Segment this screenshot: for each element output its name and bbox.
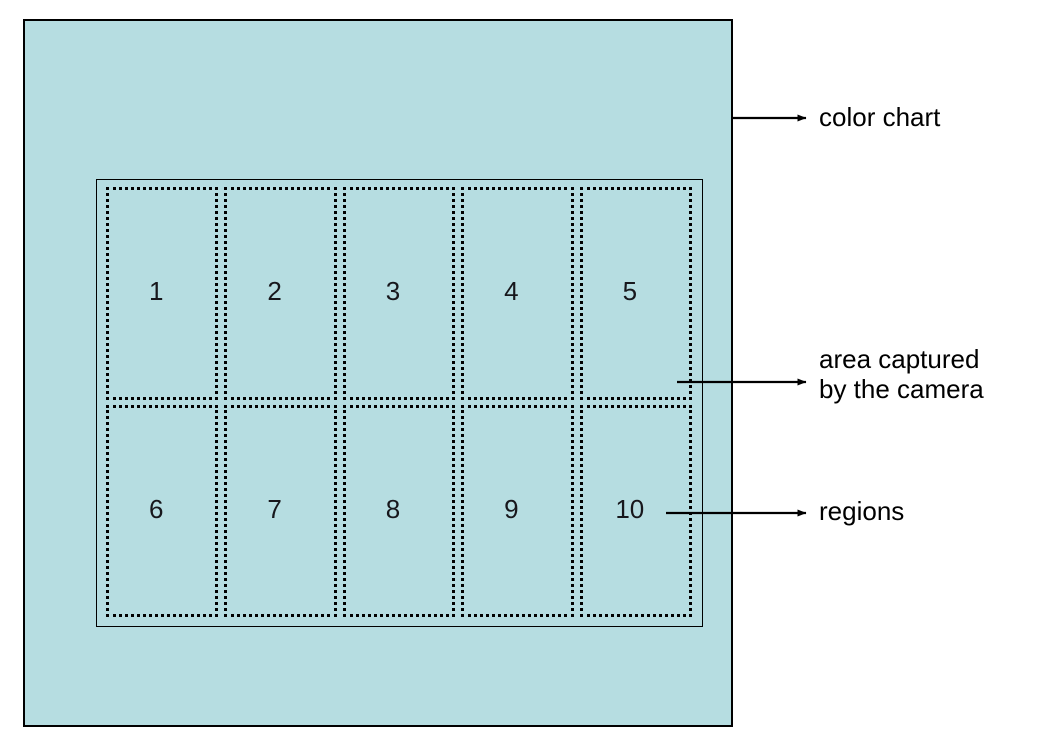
region-label: 7 <box>267 493 282 524</box>
region-cell-6[interactable]: 6 <box>106 404 219 617</box>
region-label: 6 <box>148 493 164 524</box>
region-cell-3[interactable]: 3 <box>342 187 456 400</box>
region-cell-5[interactable]: 5 <box>579 187 692 400</box>
color-chart-panel: 1 2 3 4 5 6 7 8 9 <box>23 19 733 727</box>
annotation-color-chart: color chart <box>819 102 941 132</box>
region-label: 8 <box>385 493 401 524</box>
region-cell-2[interactable]: 2 <box>224 187 337 400</box>
region-cell-10[interactable]: 10 <box>579 404 692 617</box>
region-cell-1[interactable]: 1 <box>106 187 219 400</box>
region-label: 9 <box>504 493 519 524</box>
region-cell-9[interactable]: 9 <box>461 404 574 617</box>
region-cell-7[interactable]: 7 <box>224 404 337 617</box>
region-label: 1 <box>148 276 164 307</box>
annotation-regions: regions <box>819 496 905 526</box>
annotation-capture-area: area captured by the camera <box>819 344 984 404</box>
region-cell-8[interactable]: 8 <box>342 404 456 617</box>
region-label: 10 <box>615 493 645 524</box>
region-label: 4 <box>504 276 519 307</box>
camera-capture-area <box>96 179 703 627</box>
region-label: 2 <box>267 276 282 307</box>
region-label: 3 <box>385 276 401 307</box>
region-cell-4[interactable]: 4 <box>461 187 574 400</box>
region-grid: 1 2 3 4 5 6 7 8 9 <box>106 187 692 617</box>
region-label: 5 <box>622 276 638 307</box>
